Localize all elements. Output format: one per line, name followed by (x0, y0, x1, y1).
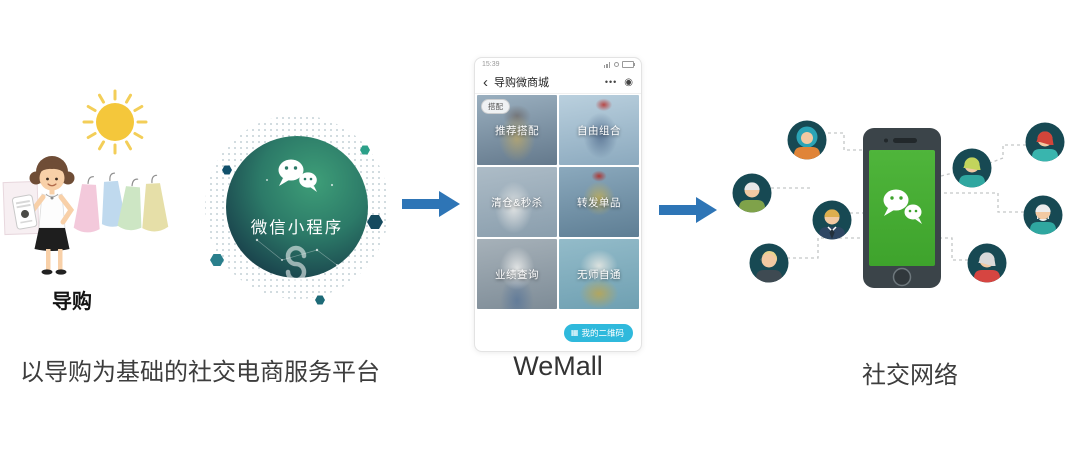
wechat-phone (863, 128, 941, 288)
wemall-caption: WeMall (513, 351, 603, 381)
avatar-bearded (1023, 195, 1063, 235)
status-bar: 15:39 (475, 58, 641, 71)
phone-in-hand (11, 194, 38, 230)
signal-icon (603, 61, 612, 68)
speaker-slit (893, 138, 917, 143)
product-tile-grid: 搭配 推荐搭配 自由组合 清仓&秒杀 转发单品 业绩查询 无师自通 (475, 94, 641, 310)
tile-share-item[interactable]: 转发单品 (559, 167, 639, 237)
tile-recommend[interactable]: 搭配 推荐搭配 (477, 95, 557, 165)
tile-clearance[interactable]: 清仓&秒杀 (477, 167, 557, 237)
avatar-green-hair (952, 148, 992, 188)
home-button[interactable] (892, 267, 912, 287)
social-network-illustration (732, 120, 1065, 288)
avatar-cap (732, 173, 772, 213)
nav-bar: ‹ 导购微商城 ••• ◉ (475, 71, 641, 94)
network-dashed-lines (771, 132, 1026, 261)
more-dots-icon[interactable]: ••• (604, 77, 618, 87)
tile-self-service[interactable]: 无师自通 (559, 239, 639, 309)
capsule-close-icon[interactable]: ◉ (624, 76, 633, 88)
network-icon (614, 62, 619, 67)
avatar-red-hair (1025, 122, 1065, 162)
globe-title: 微信小程序 (251, 218, 344, 237)
nav-title: 导购微商城 (494, 77, 549, 89)
avatar-gray-bob (967, 243, 1007, 283)
wechat-bubbles-icon (883, 189, 922, 224)
platform-caption: 以导购为基础的社交电商服务平台 (20, 359, 380, 386)
my-qrcode-button[interactable]: ▦ 我的二维码 (563, 324, 633, 342)
globe-sphere (226, 136, 368, 278)
status-time: 15:39 (482, 61, 500, 68)
flow-arrow-1 (402, 191, 460, 217)
guide-illustration (2, 89, 169, 275)
flow-arrow-2 (659, 197, 717, 223)
sun-icon (82, 89, 148, 155)
tile-performance[interactable]: 业绩查询 (477, 239, 557, 309)
avatar-hooded (787, 120, 827, 160)
guide-woman (11, 156, 75, 275)
avatar-quiff (749, 243, 789, 283)
battery-icon (622, 61, 635, 68)
back-chevron-icon[interactable]: ‹ (483, 73, 488, 91)
star-specks (255, 179, 338, 266)
hexagon-accents (210, 145, 383, 305)
guide-caption: 导购 (52, 291, 92, 313)
hanging-clothes (73, 172, 169, 233)
social-caption: 社交网络 (862, 362, 958, 389)
avatar-businessman (812, 200, 852, 240)
miniprogram-globe: 微信小程序 (205, 115, 389, 305)
qr-button-label: 我的二维码 (581, 328, 624, 338)
tile-badge[interactable]: 搭配 (481, 99, 510, 114)
qr-code-icon: ▦ (570, 328, 579, 337)
camera-dot (884, 138, 888, 143)
miniprogram-s-icon (285, 245, 307, 283)
tile-free-combo[interactable]: 自由组合 (559, 95, 639, 165)
wemall-screenshot: 15:39 ‹ 导购微商城 ••• ◉ 搭配 推荐搭配 自由组合 (474, 57, 642, 352)
wechat-logo-icon (278, 159, 317, 192)
